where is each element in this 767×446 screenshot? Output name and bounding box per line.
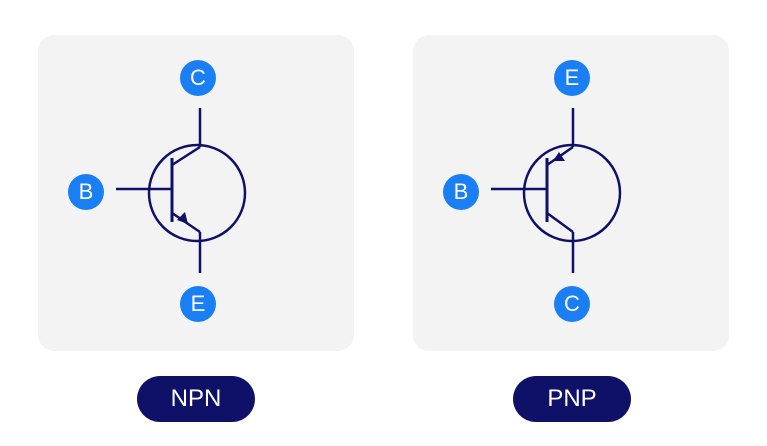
npn-base-badge: B: [68, 174, 104, 210]
npn-transistor-symbol: [116, 108, 247, 273]
npn-diagram-panel: C B E: [38, 35, 354, 351]
pnp-body-circle: [522, 143, 622, 243]
pnp-emitter-arrow: [553, 152, 565, 161]
npn-body-circle: [147, 143, 247, 243]
npn-collector-badge: C: [180, 60, 216, 96]
pnp-transistor-symbol: [491, 108, 622, 273]
pnp-base-badge: B: [443, 174, 479, 210]
npn-label-pill: NPN: [137, 376, 255, 422]
pnp-diagram-panel: E B C: [413, 35, 729, 351]
pnp-label-pill: PNP: [513, 376, 631, 422]
npn-emitter-badge: E: [180, 286, 216, 322]
npn-emitter-arrow: [177, 212, 188, 224]
npn-collector-line: [171, 145, 201, 167]
pnp-collector-badge: C: [554, 286, 590, 322]
pnp-collector-line: [546, 211, 574, 234]
pnp-emitter-badge: E: [554, 60, 590, 96]
